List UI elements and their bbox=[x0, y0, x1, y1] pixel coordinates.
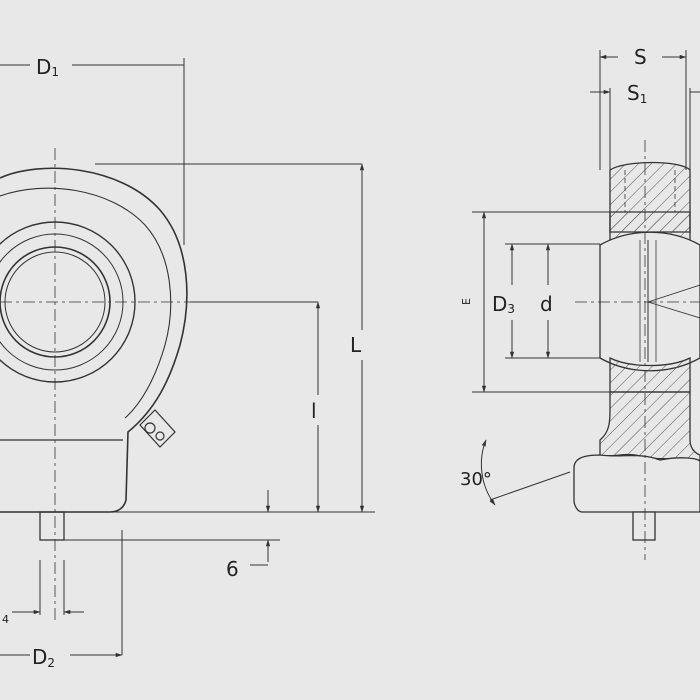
grease-nipple bbox=[139, 409, 176, 448]
label-d1: D1 bbox=[36, 55, 59, 79]
shank-section bbox=[599, 391, 700, 463]
side-stud bbox=[632, 511, 656, 541]
eye-outline bbox=[0, 167, 188, 513]
label-d3: D3 bbox=[492, 292, 515, 316]
eye-inner-outline bbox=[0, 187, 172, 419]
label-s1: S1 bbox=[627, 81, 647, 106]
label-e: E bbox=[460, 298, 473, 305]
label-four: 4 bbox=[2, 613, 9, 626]
label-d2: D2 bbox=[32, 645, 55, 670]
label-d: d bbox=[540, 292, 553, 316]
front-view bbox=[0, 148, 215, 620]
label-thirty-degrees: 30° bbox=[460, 469, 492, 490]
label-l-upper: L bbox=[350, 333, 362, 357]
ball-bottom-band bbox=[609, 356, 691, 393]
side-dimensions bbox=[472, 50, 700, 560]
front-dimensions bbox=[0, 58, 375, 658]
base-flange bbox=[573, 454, 700, 513]
bearing-outer-ring bbox=[0, 221, 136, 383]
side-view bbox=[573, 161, 700, 541]
label-l-lower: l bbox=[311, 399, 317, 423]
label-six: 6 bbox=[226, 557, 239, 581]
label-s: S bbox=[634, 45, 647, 69]
thread-stud bbox=[39, 511, 65, 541]
